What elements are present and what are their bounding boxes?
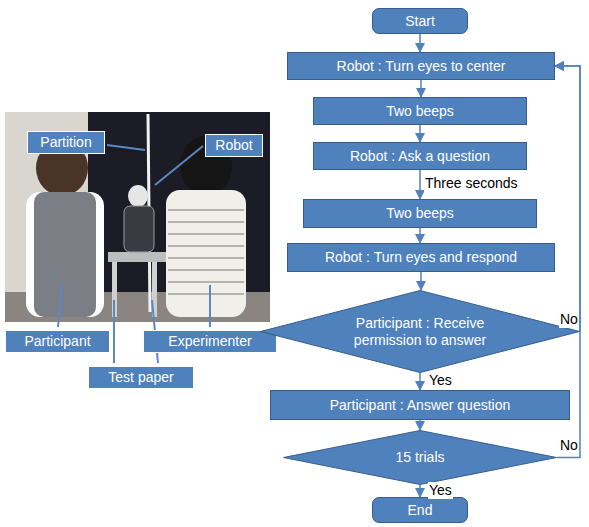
- node-text: Participant : Answer question: [330, 397, 511, 414]
- process-box: Two beeps: [313, 97, 527, 125]
- node-text: Robot : Ask a question: [350, 148, 490, 165]
- edge-label: No: [559, 437, 579, 454]
- node-text: Robot : Turn eyes to center: [337, 58, 506, 75]
- flow-arrow: [419, 373, 421, 390]
- node-text: 15 trials: [395, 449, 444, 466]
- photo-experimenter-shirt: [166, 190, 246, 317]
- node-text: Partition: [40, 134, 91, 151]
- process-box: Participant : Answer question: [270, 390, 570, 420]
- node-text: Experimenter: [168, 333, 251, 350]
- edge-label: Yes: [428, 372, 453, 389]
- photo-participant-shirt: [26, 192, 104, 317]
- node-text: Robot : Turn eyes and respond: [325, 249, 517, 266]
- node-text: Participant : Receive permission to answ…: [338, 315, 503, 349]
- photo-shirt-stripes: [168, 210, 244, 294]
- decision-diamond: 15 trials: [283, 430, 557, 485]
- flow-arrow: [555, 66, 580, 332]
- photo-robot-head: [128, 185, 148, 207]
- callout-label: Robot: [205, 134, 263, 157]
- terminal-box: Start: [372, 8, 468, 34]
- node-text: Start: [405, 13, 435, 30]
- flow-arrow: [419, 170, 421, 199]
- callout-label: Participant: [5, 330, 110, 353]
- edge-label: Three seconds: [424, 175, 519, 192]
- node-text: Robot: [215, 137, 252, 154]
- callout-label: Partition: [27, 131, 105, 154]
- flow-arrow: [420, 80, 422, 97]
- terminal-box: End: [372, 497, 468, 523]
- flow-arrow: [419, 420, 421, 430]
- photo-wall: [5, 112, 270, 322]
- process-box: Robot : Turn eyes and respond: [287, 243, 555, 272]
- process-box: Robot : Turn eyes to center: [287, 52, 555, 80]
- callout-label: Experimenter: [143, 330, 277, 353]
- flow-arrow: [420, 272, 422, 290]
- node-text: Test paper: [108, 369, 173, 386]
- process-box: Robot : Ask a question: [313, 142, 527, 170]
- node-text: Two beeps: [386, 205, 454, 222]
- photo-robot-body: [124, 206, 154, 252]
- decision-diamond: Participant : Receive permission to answ…: [260, 290, 580, 373]
- flow-arrow: [419, 125, 421, 142]
- flow-arrow: [419, 34, 421, 52]
- node-text: Two beeps: [386, 103, 454, 120]
- edge-label: Yes: [428, 482, 453, 499]
- flow-arrow: [419, 228, 421, 243]
- process-box: Two beeps: [303, 199, 537, 228]
- edge-label: No: [559, 311, 579, 328]
- callout-label: Test paper: [88, 366, 194, 389]
- node-text: End: [408, 502, 433, 519]
- flow-arrow: [419, 485, 421, 497]
- node-text: Participant: [24, 333, 90, 350]
- photo-participant-vest: [34, 192, 96, 317]
